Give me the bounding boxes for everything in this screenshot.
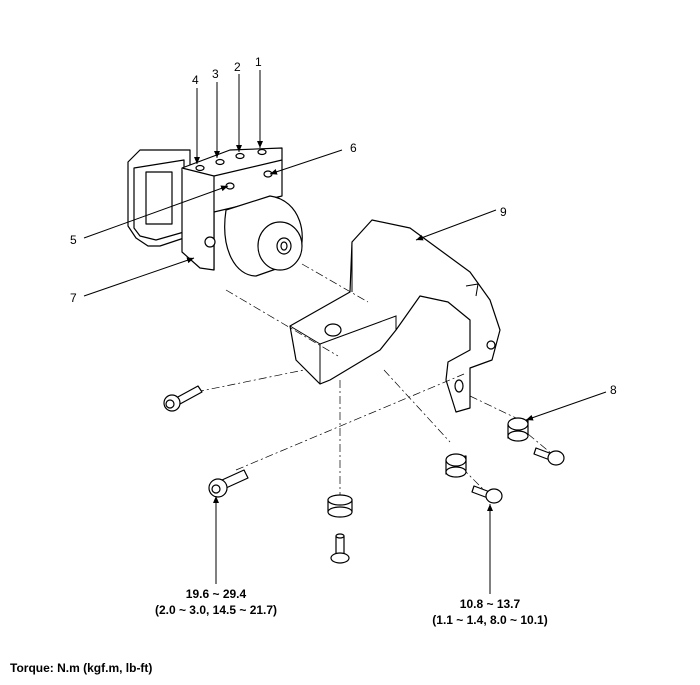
callout-9: 9 [500, 205, 507, 219]
connector-pins [145, 171, 173, 225]
bolt-middle-right [471, 485, 503, 504]
bushing-center [327, 494, 353, 518]
callout-1: 1 [255, 55, 262, 69]
callout-7: 7 [70, 291, 77, 305]
bolt-lower-left [208, 469, 249, 498]
callout-2: 2 [234, 60, 241, 74]
torque-left-value: 19.6 ~ 29.4 [186, 587, 247, 601]
hecu-module [127, 147, 303, 277]
callout-6: 6 [350, 141, 357, 155]
torque-left-conversion: (2.0 ~ 3.0, 14.5 ~ 21.7) [155, 603, 277, 617]
torque-right-conversion: (1.1 ~ 1.4, 8.0 ~ 10.1) [432, 613, 547, 627]
callout-4: 4 [192, 73, 199, 87]
leader-lines [83, 70, 607, 594]
callout-3: 3 [212, 67, 219, 81]
callout-5: 5 [70, 233, 77, 247]
bolt-center [330, 533, 350, 564]
bushing-right [507, 417, 529, 442]
torque-right-value: 10.8 ~ 13.7 [460, 597, 521, 611]
callout-8: 8 [610, 383, 617, 397]
torque-units-note: Torque: N.m (kgf.m, lb-ft) [10, 661, 152, 675]
mounting-bracket [289, 219, 501, 413]
bolt-upper-left [163, 385, 203, 412]
bushing-middle-right [445, 453, 467, 478]
bolt-right [533, 447, 565, 466]
